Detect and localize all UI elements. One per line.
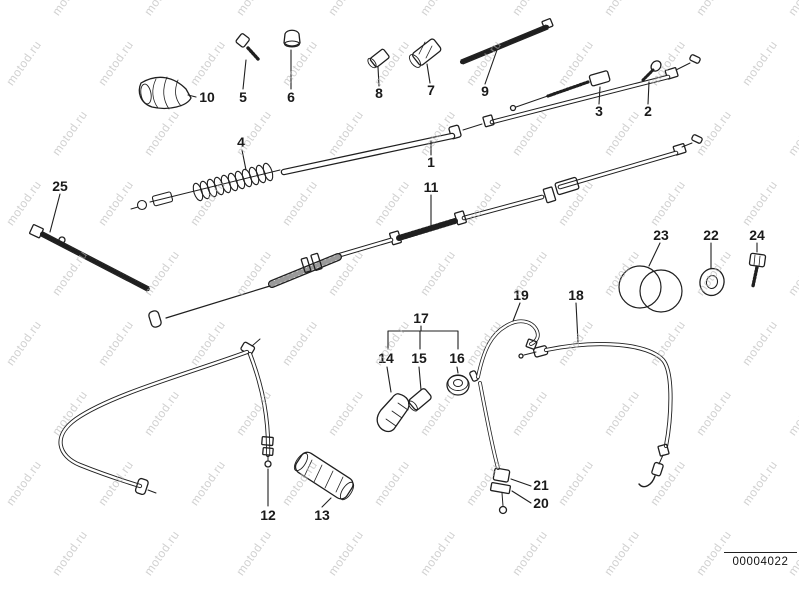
sleeve-7	[408, 38, 442, 68]
cable-assembly-11	[148, 134, 703, 328]
adjusting-screw-3	[509, 70, 611, 112]
cable-assembly-18	[518, 342, 673, 488]
part-label-2: 2	[644, 103, 652, 119]
screw-2	[641, 60, 662, 82]
grommet-16	[446, 374, 470, 396]
part-label-1: 1	[427, 154, 435, 170]
part-label-7: 7	[427, 82, 435, 98]
part-label-21: 21	[533, 477, 549, 493]
sleeve-13	[293, 451, 355, 501]
part-label-4: 4	[237, 134, 245, 150]
part-label-9: 9	[481, 83, 489, 99]
rubber-boot-10	[138, 76, 192, 110]
part-label-12: 12	[260, 507, 276, 523]
part-label-22: 22	[703, 227, 719, 243]
part-label-20: 20	[533, 495, 549, 511]
locknut-20	[489, 482, 512, 495]
part-label-23: 23	[653, 227, 669, 243]
part-label-6: 6	[287, 89, 295, 105]
part-label-11: 11	[423, 179, 439, 195]
adjuster-21	[492, 467, 511, 483]
part-label-13: 13	[314, 507, 330, 523]
cable-strap-9	[460, 18, 554, 65]
group-bracket-17	[386, 325, 459, 393]
screw-5	[235, 33, 260, 61]
cable-assembly-1	[149, 54, 701, 203]
part-label-16: 16	[449, 350, 465, 366]
part-label-18: 18	[568, 287, 584, 303]
document-number: 00004022	[724, 552, 797, 568]
part-label-10: 10	[199, 89, 215, 105]
bushing-8	[367, 48, 390, 69]
part-label-19: 19	[513, 287, 529, 303]
cap-nut-6	[283, 29, 301, 48]
grommet-22	[699, 267, 725, 297]
boot-14	[376, 393, 410, 433]
part-label-15: 15	[411, 350, 427, 366]
part-label-14: 14	[378, 350, 394, 366]
part-label-24: 24	[749, 227, 765, 243]
cable-assembly-12	[58, 338, 274, 496]
part-label-17: 17	[413, 310, 429, 326]
strap-25	[29, 224, 150, 292]
part-label-3: 3	[595, 103, 603, 119]
part-label-8: 8	[375, 85, 383, 101]
cable-assembly-19	[469, 319, 540, 515]
part-label-25: 25	[52, 178, 68, 194]
sleeve-15	[408, 388, 432, 412]
spring-4	[130, 162, 274, 211]
leader-lines	[49, 49, 758, 508]
bolt-24	[748, 252, 767, 288]
part-label-5: 5	[239, 89, 247, 105]
wire-ring-23	[618, 265, 683, 313]
